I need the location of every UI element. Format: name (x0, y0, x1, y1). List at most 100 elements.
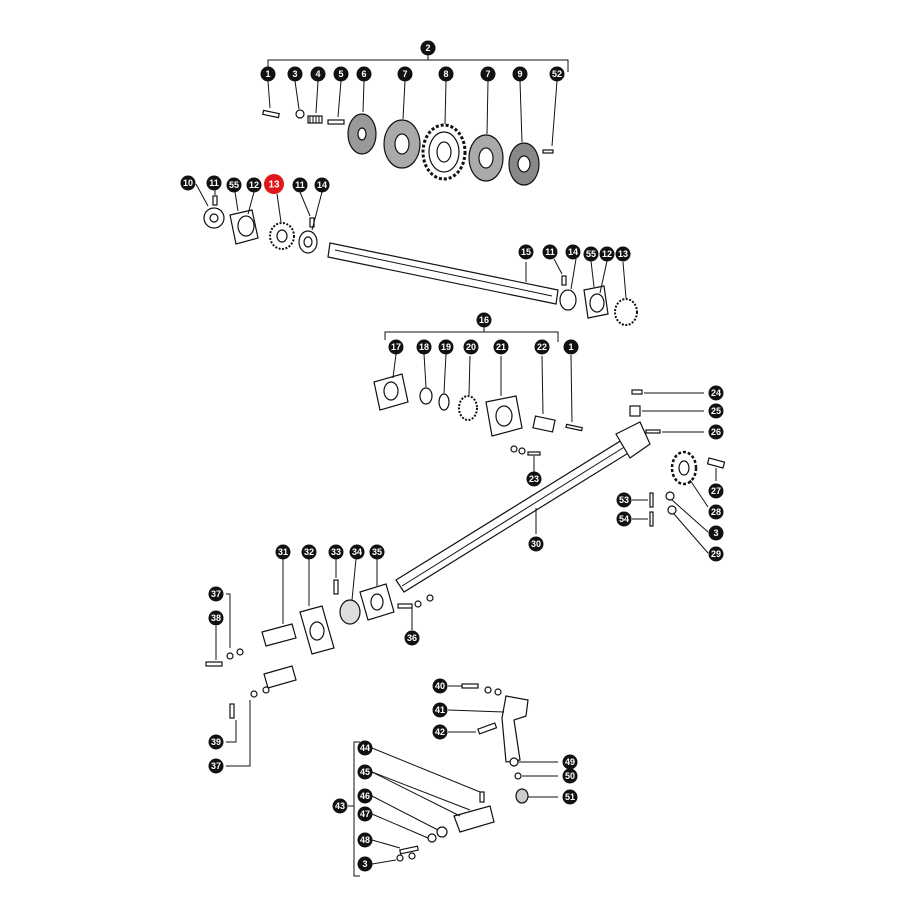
pin-part-44 (371, 747, 485, 803)
callout-number: 21 (496, 342, 506, 352)
callout-badge (357, 788, 373, 804)
bearing-part-13-right (614, 261, 638, 326)
friction-disc-part-6 (347, 80, 377, 155)
callout-number: 14 (317, 180, 327, 190)
callout-number: 49 (565, 757, 575, 767)
callout-badge (432, 724, 448, 740)
bolt-part-24 (631, 389, 704, 395)
callout-number: 27 (711, 486, 721, 496)
callout-badge (208, 586, 224, 602)
callout-badge (432, 702, 448, 718)
callout-c42: 42 (432, 724, 448, 740)
callout-c48: 48 (357, 832, 373, 848)
callout-c55a: 55 (226, 177, 242, 193)
callout-number: 36 (407, 633, 417, 643)
callout-badge (708, 546, 724, 562)
callout-c10: 10 (180, 175, 196, 191)
callout-number: 22 (537, 342, 547, 352)
callout-c12b: 12 (599, 246, 615, 262)
callout-badge (438, 66, 454, 82)
callout-badge (332, 798, 348, 814)
callout-c29: 29 (708, 546, 724, 562)
callout-number: 11 (209, 178, 219, 188)
housing-part-12-right (589, 260, 608, 313)
group-43-bracket (348, 741, 360, 877)
callout-c1a: 1 (260, 66, 276, 82)
callout-c26: 26 (708, 424, 724, 440)
callout-badge (708, 504, 724, 520)
callout-number: 20 (466, 342, 476, 352)
callout-number: 5 (338, 69, 343, 79)
callout-badge (208, 734, 224, 750)
callout-c46: 46 (357, 788, 373, 804)
nut-part-49 (509, 757, 558, 767)
callout-c44: 44 (357, 740, 373, 756)
callout-number: 1 (568, 342, 573, 352)
callout-number: 44 (360, 743, 370, 753)
pin-part-26 (645, 429, 704, 434)
set-screw-part-11-left (212, 190, 218, 206)
callout-c11b: 11 (292, 177, 308, 193)
callout-badge (206, 175, 222, 191)
bolt-part-40 (448, 683, 502, 696)
callout-badge (432, 678, 448, 694)
callout-c50: 50 (562, 768, 578, 784)
callout-number: 3 (292, 69, 297, 79)
nut-part-25 (629, 405, 704, 417)
callout-number: 16 (479, 315, 489, 325)
bolt-part-1 (262, 80, 280, 119)
callout-badge (416, 339, 432, 355)
callout-badge (356, 66, 372, 82)
bearing-part-13-left (269, 193, 295, 250)
callout-badge (708, 525, 724, 541)
callout-badge (542, 244, 558, 260)
callout-number: 29 (711, 549, 721, 559)
washer-part-47 (371, 813, 437, 843)
callout-number: 40 (435, 681, 445, 691)
callout-badge (526, 471, 542, 487)
callout-c12a: 12 (246, 177, 262, 193)
callout-badge (493, 339, 509, 355)
callout-number: 23 (529, 474, 539, 484)
callout-c3c: 3 (357, 856, 373, 872)
callout-c1b: 1 (563, 339, 579, 355)
bearing-part-10 (195, 183, 225, 229)
callout-badge (512, 66, 528, 82)
callout-c15: 15 (518, 244, 534, 260)
callout-number: 55 (586, 249, 596, 259)
callout-number: 3 (362, 859, 367, 869)
friction-disc-part-7-right (468, 80, 504, 182)
callout-number: 6 (361, 69, 366, 79)
ring-part-18 (419, 353, 433, 405)
callout-badge (397, 66, 413, 82)
shaft-part-30 (395, 421, 651, 593)
callout-badge (708, 385, 724, 401)
collar-part-14-right (559, 258, 577, 311)
callout-c17: 17 (388, 339, 404, 355)
callout-number: 45 (360, 767, 370, 777)
callout-c53: 53 (616, 492, 632, 508)
callout-c3b: 3 (708, 525, 724, 541)
bearing-part-34 (339, 558, 361, 625)
callout-c28: 28 (708, 504, 724, 520)
callout-badge (549, 66, 565, 82)
callout-badge (599, 246, 615, 262)
callout-c2: 2 (420, 40, 436, 56)
callout-c32: 32 (301, 544, 317, 560)
callout-c41: 41 (432, 702, 448, 718)
set-screw-part-11-mid (299, 191, 315, 228)
spring-part-4 (307, 80, 323, 124)
callout-c8: 8 (438, 66, 454, 82)
callout-badge (357, 740, 373, 756)
callout-badge (287, 66, 303, 82)
callout-badge (583, 246, 599, 262)
callout-badge (534, 339, 550, 355)
callout-number: 10 (183, 178, 193, 188)
callout-c18: 18 (416, 339, 432, 355)
nut-part-29 (667, 505, 709, 554)
callout-c27: 27 (708, 483, 724, 499)
callout-number: 11 (545, 247, 555, 257)
sleeve-part-22 (532, 355, 556, 433)
